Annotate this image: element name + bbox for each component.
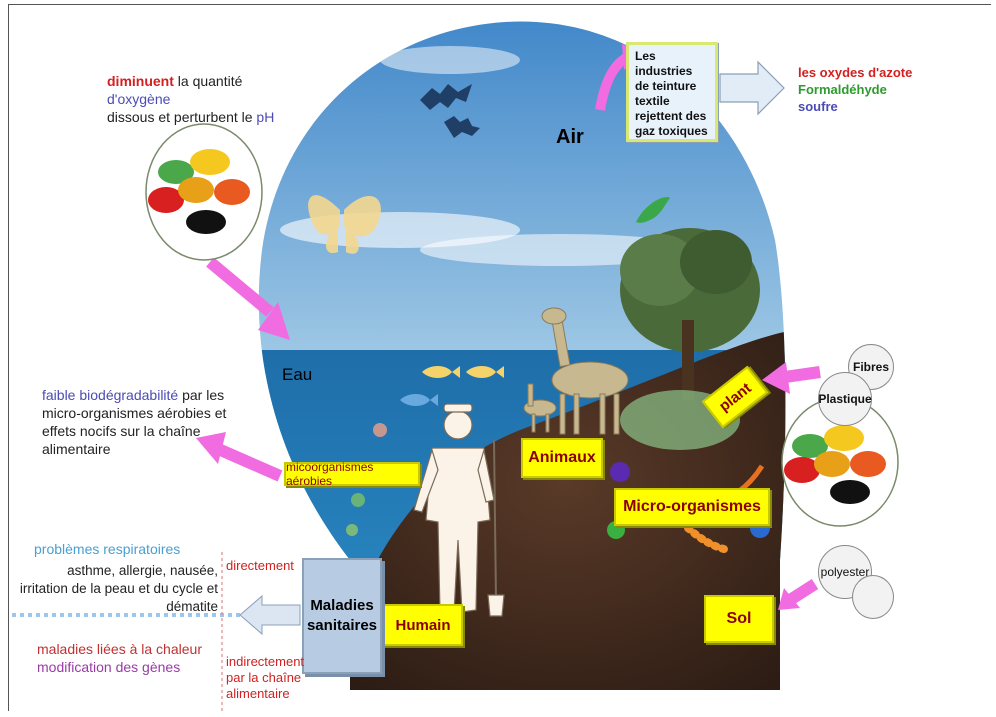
- microbe-icon: [610, 462, 630, 482]
- health-heat: maladies liées à la chaleur: [37, 640, 202, 658]
- health-direct: directement: [226, 557, 294, 575]
- oxygen-blue2: pH: [256, 109, 274, 125]
- oxygen-blue1: d'oxygène: [107, 91, 170, 107]
- label-air: Air: [556, 128, 584, 146]
- oxygen-black1: la quantité: [174, 73, 243, 89]
- sol-box: Sol: [704, 595, 774, 643]
- gas-sulfur: soufre: [798, 98, 912, 115]
- humain-box: Humain: [383, 604, 463, 646]
- gas-nox: les oxydes d'azote: [798, 64, 912, 81]
- biodeg-note: faible biodégradabilité par les micro-or…: [42, 386, 232, 458]
- health-indirect: indirectement par la chaîne alimentaire: [226, 654, 316, 702]
- oxygen-red: diminuent: [107, 73, 174, 89]
- plastique-circle: Plastique: [818, 372, 872, 426]
- health-genes: modification des gènes: [37, 658, 180, 676]
- oxygen-note: diminuent la quantité d'oxygène dissous …: [107, 72, 307, 126]
- gas-list: les oxydes d'azote Formaldéhyde soufre: [798, 64, 912, 115]
- maladies-arrow: [240, 596, 300, 634]
- animaux-box: Animaux: [521, 438, 603, 478]
- gas-arrow: [720, 62, 784, 114]
- label-eau: Eau: [282, 366, 312, 384]
- polyester-circle-small: [852, 575, 894, 619]
- health-detail: asthme, allergie, nausée, irritation de …: [18, 562, 218, 616]
- oxygen-black2: dissous et perturbent le: [107, 109, 256, 125]
- biodeg-blue: faible biodégradabilité: [42, 387, 178, 403]
- microorg-aerobies-box: micoorganismes aérobies: [284, 462, 420, 486]
- health-title: problèmes respiratoires: [34, 540, 180, 558]
- micro-organismes-box: Micro-organismes: [614, 488, 770, 526]
- industries-box: Les industries de teinture textile rejet…: [626, 42, 718, 142]
- gas-formaldehyde: Formaldéhyde: [798, 81, 912, 98]
